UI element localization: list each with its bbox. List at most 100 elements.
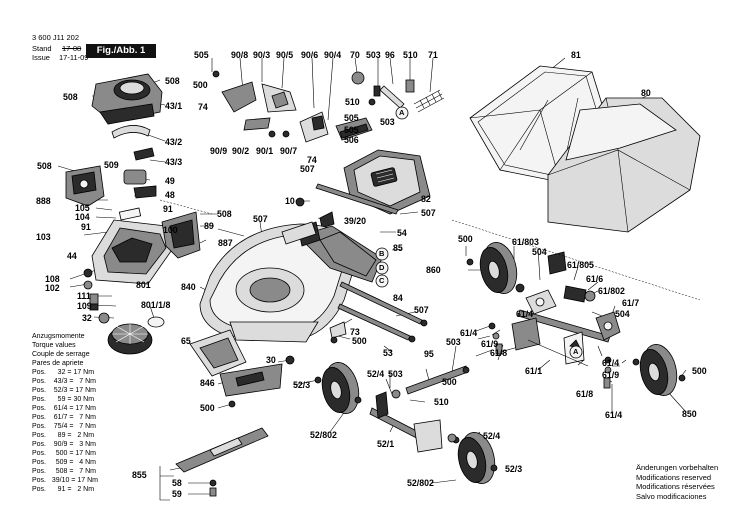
callout-108: 108 <box>45 274 60 284</box>
handle-506 <box>335 117 373 141</box>
wheel-52-802-left <box>314 362 362 414</box>
callout-505: 505 <box>194 50 209 60</box>
torque-title-de: Anzugsmomente <box>32 333 85 340</box>
callout-888: 888 <box>36 196 51 206</box>
callout-505-c: 505 <box>344 125 359 135</box>
callout-102: 102 <box>45 283 60 293</box>
callout-504-b: 504 <box>615 309 630 319</box>
callout-71: 71 <box>428 50 438 60</box>
callout-850: 850 <box>682 409 697 419</box>
callout-80: 80 <box>641 88 651 98</box>
callout-61-4-b: 61/4 <box>516 309 534 319</box>
wheel-850 <box>632 344 686 396</box>
callout-52-3-a: 52/3 <box>293 380 311 390</box>
callout-509: 509 <box>104 160 119 170</box>
callout-801: 801 <box>136 280 151 290</box>
callout-500-b: 500 <box>458 234 473 244</box>
callout-90-3: 90/3 <box>253 50 271 60</box>
torque-row: Pos. 75/4 = 7 Nm <box>32 423 97 430</box>
callout-70: 70 <box>350 50 360 60</box>
torque-row: Pos. 39/10 = 17 Nm <box>32 477 98 484</box>
stand-label: Stand <box>32 44 52 53</box>
callout-61-1: 61/1 <box>525 366 543 376</box>
callout-65: 65 <box>181 336 191 346</box>
callout-95: 95 <box>424 349 434 359</box>
callout-39-20: 39/20 <box>344 216 367 226</box>
callout-52-1: 52/1 <box>377 439 395 449</box>
ref-d: D <box>379 263 385 272</box>
callout-503-c: 503 <box>388 369 403 379</box>
callout-96: 96 <box>385 50 395 60</box>
callout-74-a: 74 <box>198 102 208 112</box>
ref-b: B <box>379 249 385 258</box>
callout-61-4-c: 61/4 <box>602 358 620 368</box>
callout-61-4-d: 61/4 <box>605 410 623 420</box>
callout-90-9: 90/9 <box>210 146 228 156</box>
callout-510: 510 <box>403 50 418 60</box>
note-es: Salvo modificaciones <box>636 491 707 501</box>
callout-32: 32 <box>82 313 92 323</box>
callout-508-a: 508 <box>165 76 180 86</box>
callout-507-b: 507 <box>253 214 268 224</box>
callout-61-9-b: 61/9 <box>602 370 620 380</box>
callout-61-805: 61/805 <box>567 260 594 270</box>
callout-52-4-b: 52/4 <box>483 431 501 441</box>
issue-label: Issue <box>32 53 50 62</box>
issue-date: 17-11-09 <box>59 53 89 62</box>
callout-510-b: 510 <box>345 97 360 107</box>
torque-row: Pos. 89 = 2 Nm <box>32 432 95 439</box>
callout-61-9-a: 61/9 <box>481 339 499 349</box>
callout-54: 54 <box>397 228 407 238</box>
callout-503: 503 <box>366 50 381 60</box>
callout-840: 840 <box>181 282 196 292</box>
callout-109: 109 <box>77 301 92 311</box>
callout-503-d: 503 <box>446 337 461 347</box>
callout-105: 105 <box>75 203 90 213</box>
torque-title-en: Torque values <box>32 342 76 349</box>
small-parts-left <box>83 268 110 324</box>
torque-row: Pos. 43/3 = 7 Nm <box>32 378 97 385</box>
callout-61-803: 61/803 <box>512 237 539 247</box>
callout-91-b: 91 <box>81 222 91 232</box>
callout-505-b: 505 <box>344 113 359 123</box>
front-axle-52-1 <box>369 365 470 453</box>
callout-58: 58 <box>172 478 182 488</box>
callout-104: 104 <box>75 212 90 222</box>
torque-row: Pos. 61/4 = 17 Nm <box>32 405 97 412</box>
callout-90-4: 90/4 <box>324 50 342 60</box>
callout-100: 100 <box>163 225 178 235</box>
lever-mechanism <box>212 70 329 143</box>
callout-61-8-a: 61/8 <box>490 348 508 358</box>
rear-flap-65 <box>189 329 295 408</box>
axles-84-53 <box>329 281 428 344</box>
callout-61-802: 61/802 <box>598 286 625 296</box>
torque-row: Pos. 508 = 7 Nm <box>32 468 97 475</box>
callout-52-802-b: 52/802 <box>407 478 434 488</box>
callout-89: 89 <box>204 221 214 231</box>
callout-44: 44 <box>67 251 77 261</box>
figure-label: Fig./Abb. 1 <box>86 44 156 58</box>
torque-row: Pos. 90/9 = 3 Nm <box>32 441 97 448</box>
callout-855: 855 <box>132 470 147 480</box>
bracket-888 <box>65 165 105 207</box>
deck-840 <box>199 221 383 343</box>
rear-axle-61-1 <box>488 251 621 389</box>
callout-43-3: 43/3 <box>165 157 183 167</box>
callout-73: 73 <box>350 327 360 337</box>
callout-500-d: 500 <box>692 366 707 376</box>
blade-855 <box>175 427 269 497</box>
callout-503-b: 503 <box>380 117 395 127</box>
callout-507-a: 507 <box>300 164 315 174</box>
callout-91: 91 <box>163 204 173 214</box>
callout-500-c: 500 <box>352 336 367 346</box>
housing-cover-82 <box>343 149 431 215</box>
callout-111: 111 <box>77 291 91 301</box>
callout-49: 49 <box>165 176 175 186</box>
torque-row: Pos. 500 = 17 Nm <box>32 450 97 457</box>
callout-10: 10 <box>285 196 295 206</box>
switch-plate-44 <box>91 207 177 285</box>
rod-54 <box>295 183 399 229</box>
callout-61-7: 61/7 <box>622 298 640 308</box>
ref-c: C <box>379 276 385 285</box>
callout-507-c: 507 <box>421 208 436 218</box>
